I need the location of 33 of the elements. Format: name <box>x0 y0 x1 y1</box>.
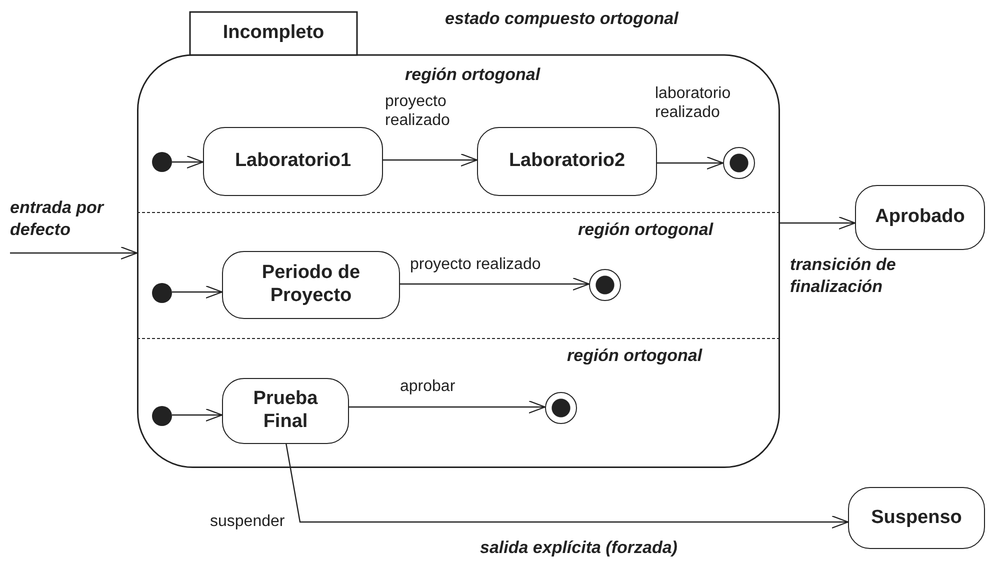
transition-arrow <box>172 155 204 169</box>
annotation: salida explícita (forzada) <box>480 537 678 559</box>
transition-arrow <box>400 277 590 291</box>
state-box: Laboratorio1 <box>203 127 383 196</box>
transition-arrow <box>172 408 223 422</box>
transition-arrow <box>172 285 223 299</box>
edge-label: proyecto realizado <box>410 255 541 274</box>
state-box: Periodo de Proyecto <box>222 251 400 319</box>
transition-arrow <box>349 400 546 414</box>
initial-state <box>152 152 172 172</box>
final-state <box>589 269 621 301</box>
final-state <box>545 392 577 424</box>
edge-label: suspender <box>210 512 285 532</box>
annotation: entrada por defecto <box>10 197 106 242</box>
state-box: Prueba Final <box>222 378 349 444</box>
transition-arrow <box>780 216 856 230</box>
region-label: región ortogonal <box>567 345 702 367</box>
entry-arrow <box>10 246 138 260</box>
annotation: estado compuesto ortogonal <box>445 8 678 30</box>
transition-arrow <box>657 156 724 170</box>
region-label: región ortogonal <box>405 64 540 86</box>
transition-arrow <box>285 442 849 529</box>
initial-state <box>152 406 172 426</box>
state-box: Suspenso <box>848 487 985 549</box>
state-box: Laboratorio2 <box>477 127 657 196</box>
annotation: transición de finalización <box>790 254 897 298</box>
transition-arrow <box>383 153 478 167</box>
state-box: Aprobado <box>855 185 985 250</box>
state-name: Incompleto <box>222 21 326 46</box>
edge-label: aprobar <box>400 377 456 396</box>
region-label: región ortogonal <box>578 219 714 241</box>
final-state <box>723 147 755 179</box>
initial-state <box>152 283 172 303</box>
